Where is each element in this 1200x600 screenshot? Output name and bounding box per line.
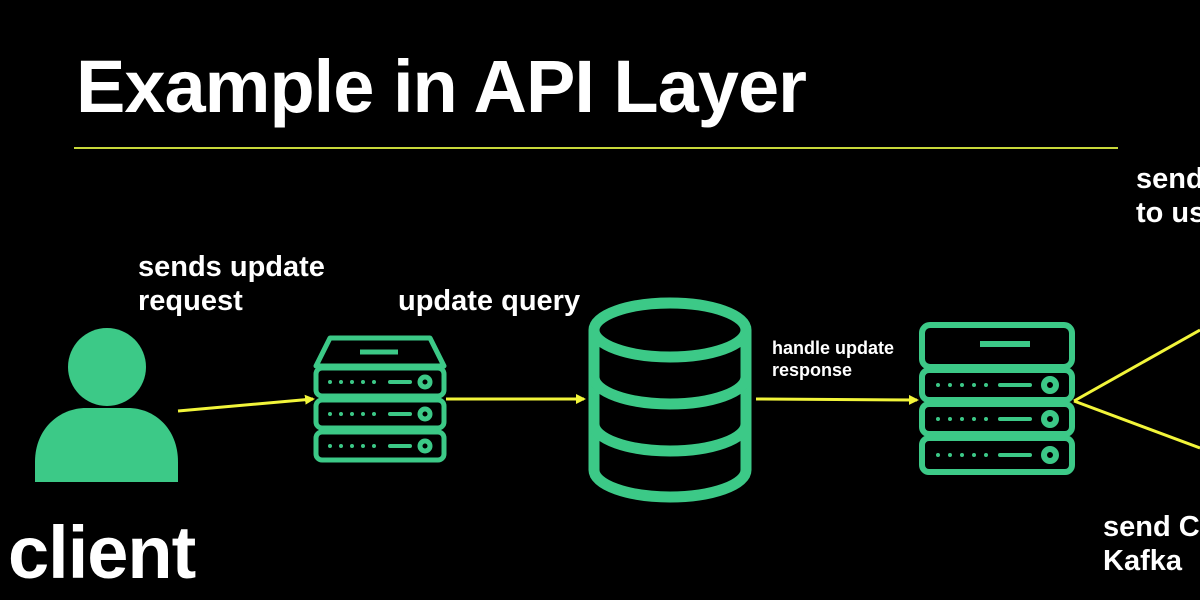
send-to-user-label: send to us bbox=[1136, 162, 1200, 230]
sends-update-request-label: sends update request bbox=[138, 250, 325, 318]
branch-line-upper bbox=[1073, 328, 1200, 403]
arrow-client-to-api bbox=[177, 394, 315, 413]
page-title: Example in API Layer bbox=[76, 45, 807, 128]
title-divider bbox=[74, 147, 1118, 149]
handle-update-response-line-2: response bbox=[772, 359, 853, 380]
handle-update-response-label: handle update response bbox=[772, 338, 894, 382]
user-icon bbox=[35, 328, 178, 482]
server-icon bbox=[313, 335, 447, 463]
send-to-user-line-2: to us bbox=[1136, 197, 1200, 230]
update-query-label: update query bbox=[398, 285, 581, 317]
handle-update-response-line-1: handle update bbox=[772, 338, 895, 358]
server-icon bbox=[919, 322, 1075, 475]
send-kafka-label: send C Kafka bbox=[1103, 510, 1200, 578]
send-kafka-line-1: send C bbox=[1103, 511, 1200, 543]
database-icon bbox=[588, 297, 752, 503]
arrow-db-to-worker bbox=[755, 394, 919, 405]
sends-update-request-line-1: sends update bbox=[138, 251, 325, 283]
send-to-user-line-1: send bbox=[1136, 163, 1200, 195]
sends-update-request-line-2: request bbox=[138, 285, 243, 318]
branch-line-lower bbox=[1073, 399, 1200, 450]
send-kafka-line-2: Kafka bbox=[1103, 545, 1182, 578]
client-label: client bbox=[8, 511, 196, 594]
